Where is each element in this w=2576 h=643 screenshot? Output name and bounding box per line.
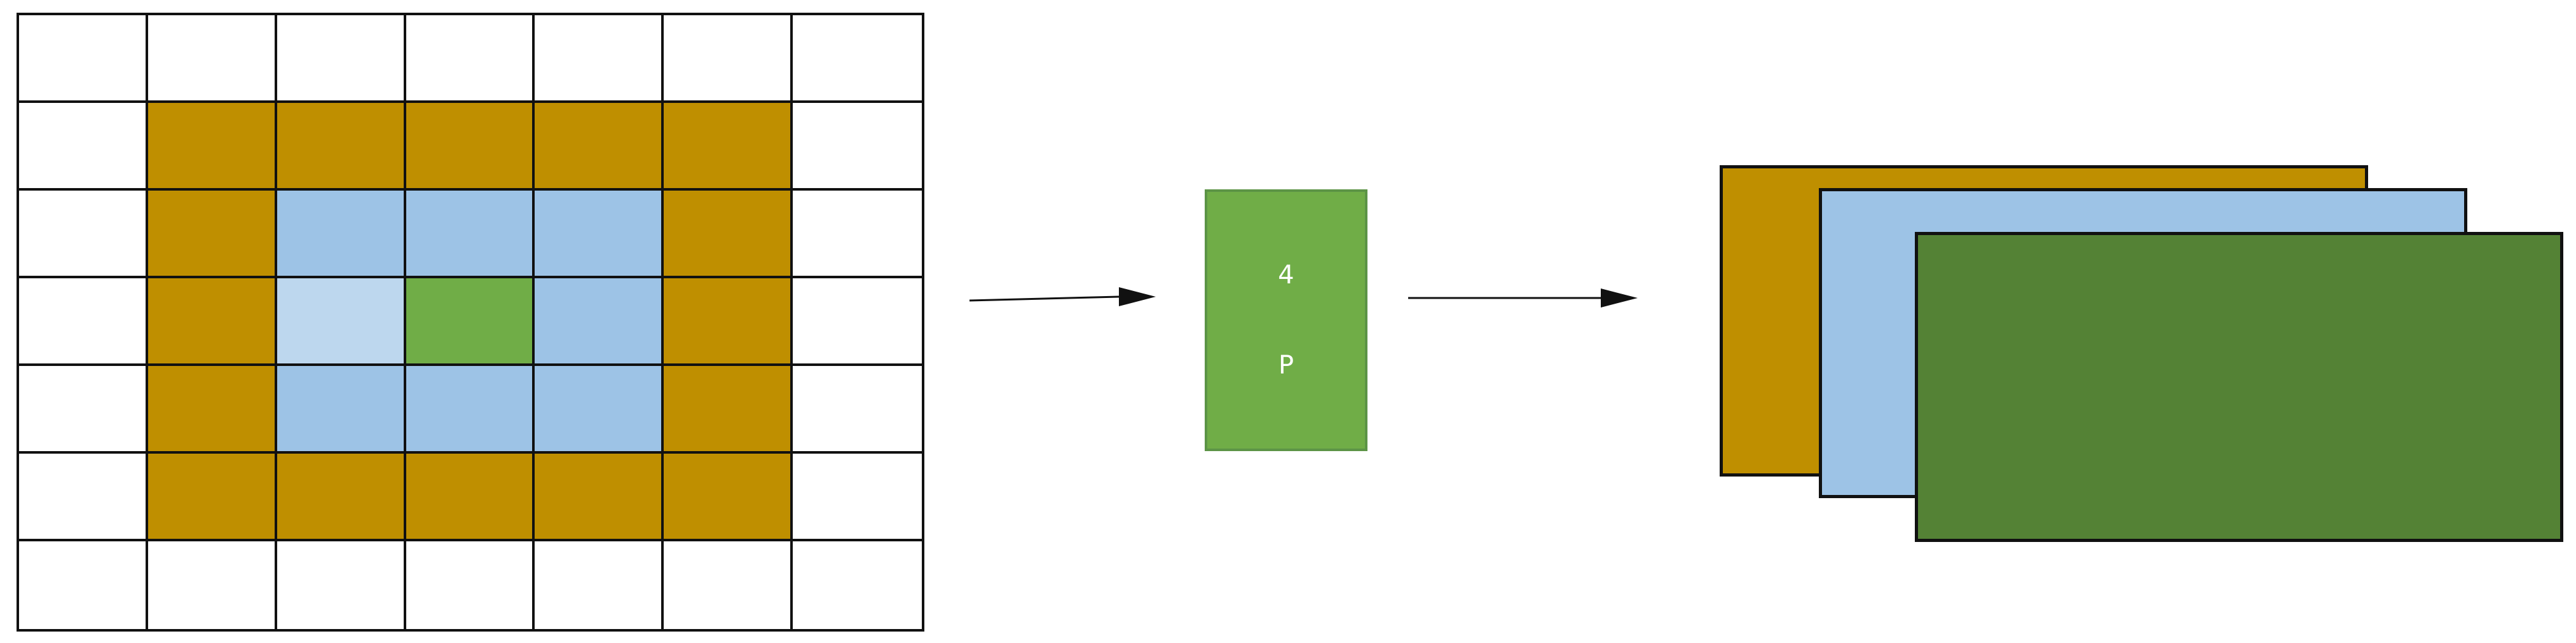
grid-cell-empty xyxy=(147,15,277,103)
grid-cell-outer-ring xyxy=(664,366,793,454)
grid-cell-outer-ring xyxy=(664,454,793,541)
grid-cell-empty xyxy=(793,366,922,454)
grid-cell-empty xyxy=(793,103,922,191)
grid-cell-empty xyxy=(793,191,922,278)
grid-cell-outer-ring xyxy=(664,278,793,366)
grid-cell-empty xyxy=(19,541,148,629)
grid-cell-middle-ring xyxy=(535,191,664,278)
grid-cell-outer-ring xyxy=(147,103,277,191)
grid-cell-outer-ring xyxy=(147,454,277,541)
grid-cell-outer-ring xyxy=(664,103,793,191)
grid-cell-middle-ring xyxy=(277,191,406,278)
feature-vector-box: 4 P xyxy=(1205,189,1367,451)
grid-cell-middle-ring xyxy=(277,366,406,454)
grid-cell-highlight-cell xyxy=(277,278,406,366)
grid-cell-outer-ring xyxy=(277,454,406,541)
grid-cell-center xyxy=(406,278,535,366)
grid-cell-empty xyxy=(19,15,148,103)
grid-cell-empty xyxy=(277,15,406,103)
grid-cell-empty xyxy=(793,278,922,366)
grid-cell-empty xyxy=(19,278,148,366)
grid-cell-empty xyxy=(664,15,793,103)
grid-cell-outer-ring xyxy=(147,366,277,454)
grid-cell-empty xyxy=(664,541,793,629)
grid-cell-outer-ring xyxy=(406,454,535,541)
arrow-grid-to-vector xyxy=(969,287,1156,306)
grid-cell-empty xyxy=(535,541,664,629)
grid-cell-outer-ring xyxy=(406,103,535,191)
grid-cell-empty xyxy=(406,541,535,629)
grid-cell-empty xyxy=(535,15,664,103)
arrow-vector-to-maps xyxy=(1408,288,1638,308)
grid-cell-middle-ring xyxy=(535,278,664,366)
grid-cell-middle-ring xyxy=(406,366,535,454)
grid-cell-empty xyxy=(406,15,535,103)
grid-cell-outer-ring xyxy=(277,103,406,191)
grid-cell-empty xyxy=(793,454,922,541)
grid-cell-outer-ring xyxy=(664,191,793,278)
grid-cell-empty xyxy=(19,191,148,278)
vector-label-bottom: P xyxy=(1278,351,1294,380)
grid-cell-outer-ring xyxy=(535,454,664,541)
grid-cell-outer-ring xyxy=(147,278,277,366)
feature-map-front xyxy=(1915,232,2563,542)
grid-cell-empty xyxy=(147,541,277,629)
grid-cell-empty xyxy=(19,103,148,191)
grid-cell-empty xyxy=(19,366,148,454)
grid-cell-empty xyxy=(277,541,406,629)
grid-cell-empty xyxy=(19,454,148,541)
grid-cell-outer-ring xyxy=(147,191,277,278)
grid-cell-middle-ring xyxy=(406,191,535,278)
grid-cell-empty xyxy=(793,541,922,629)
vector-label-top: 4 xyxy=(1278,261,1294,290)
input-grid xyxy=(17,13,924,632)
grid-cell-middle-ring xyxy=(535,366,664,454)
grid-cell-outer-ring xyxy=(535,103,664,191)
grid-cell-empty xyxy=(793,15,922,103)
